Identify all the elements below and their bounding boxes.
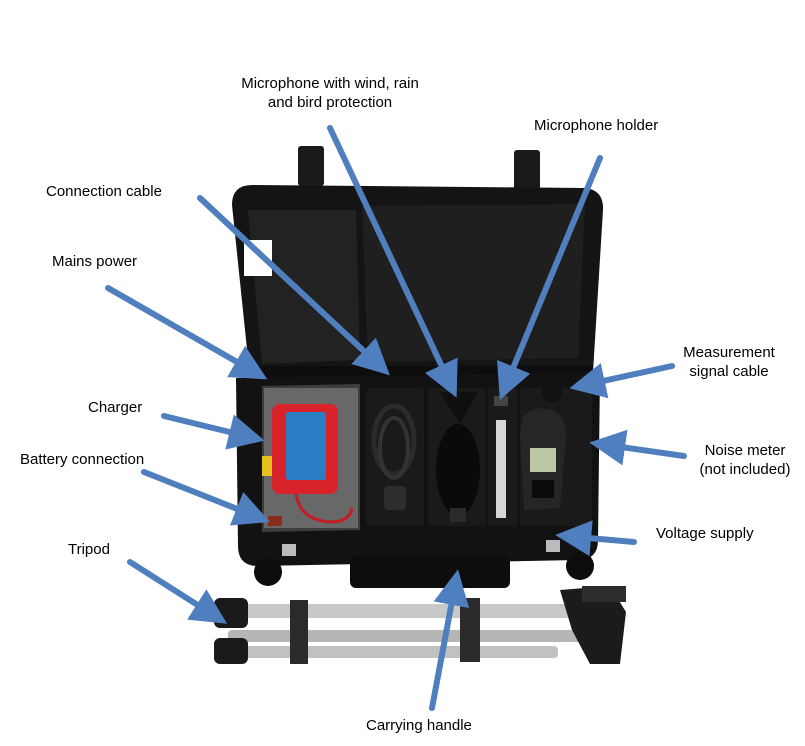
cable-icon [371,403,417,510]
case-icon [232,146,604,588]
label-voltage-supply: Voltage supply [656,525,754,542]
arrow-mains-power [105,285,268,380]
tripod-icon [214,586,626,664]
label-charger: Charger [88,399,143,416]
arrow-connection-cable [197,195,390,376]
arrow-microphone-holder [497,155,603,400]
arrow-charger [161,413,265,450]
label-connection-cable: Connection cable [46,183,162,200]
microphone-icon [436,392,480,522]
arrow-carrying-handle [429,569,470,711]
arrow-microphone-protection [327,125,458,398]
label-battery-connection: Battery connection [20,451,145,468]
arrow-tripod [127,559,228,624]
microphone-holder-icon [494,396,508,518]
label-mains-power: Mains power [52,253,138,270]
arrow-noise-meter [589,429,687,466]
charger-icon [262,404,354,526]
arrow-battery-connection [141,469,271,526]
label-tripod: Tripod [68,541,110,558]
label-microphone-holder: Microphone holder [534,117,659,134]
label-carrying-handle: Carrying handle [366,717,472,734]
label-microphone-protection: Microphone with wind, rain and bird prot… [241,75,419,111]
label-noise-meter: Noise meter (not included) [699,442,791,478]
arrow-voltage-supply [555,520,637,557]
noise-meter-icon [520,382,566,510]
arrow-measurement-signal-cable [569,363,675,399]
label-measurement-signal-cable: Measurement signal cable [683,344,775,380]
